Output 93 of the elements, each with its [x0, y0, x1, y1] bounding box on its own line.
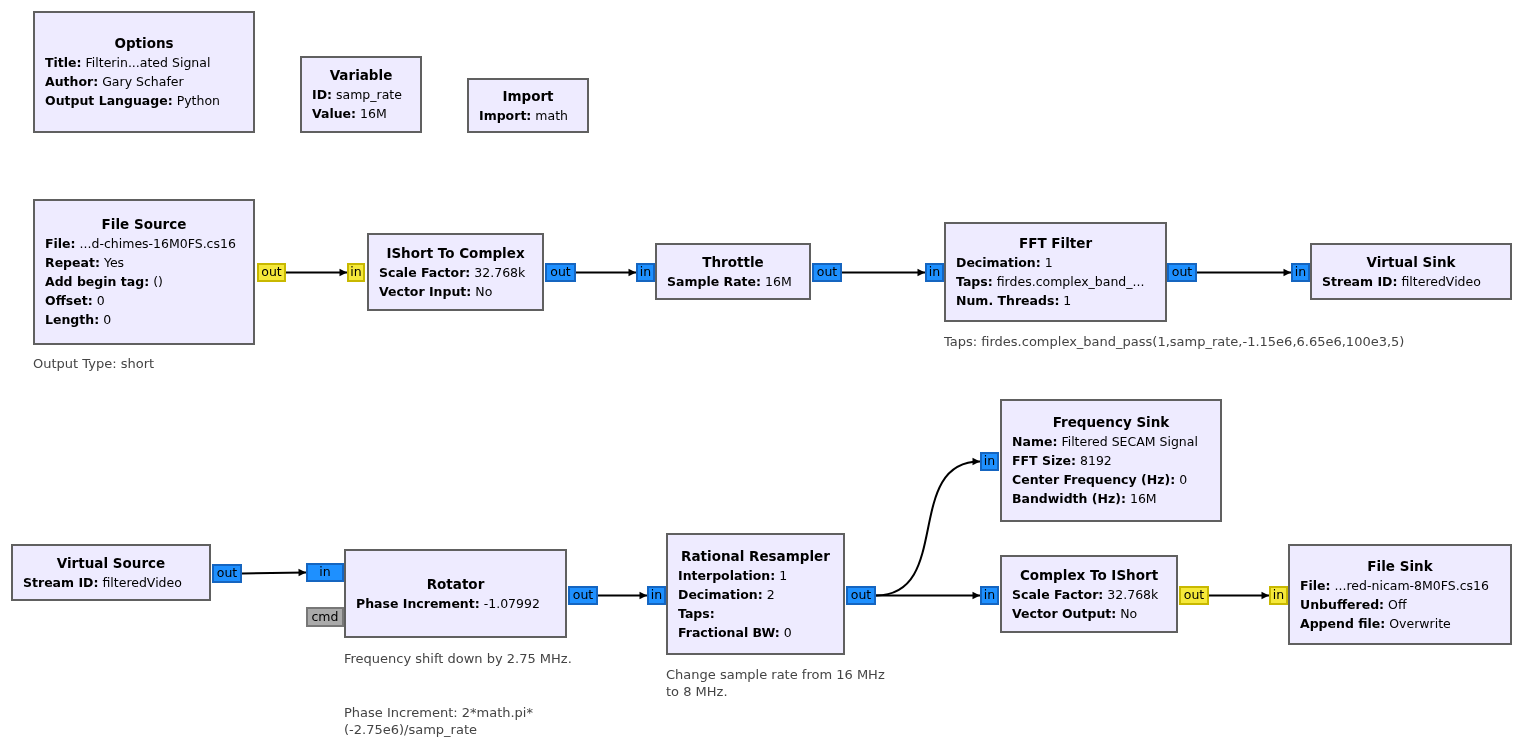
port-tab: out: [257, 263, 286, 282]
parameter-text: Vector Input: No: [379, 282, 494, 301]
parameter-text: Length: 0: [45, 311, 113, 329]
block-box: [1000, 399, 1222, 522]
block-title: Options: [113, 34, 175, 53]
connection-arrow: [875, 591, 981, 600]
block-title: Throttle: [701, 252, 765, 272]
block-box: [367, 233, 544, 311]
parameter-text: ID: samp_rate: [312, 86, 403, 104]
port-tab: out: [212, 564, 242, 583]
connection-arrow: [241, 568, 307, 577]
parameter-text: Title: Filterin...ated Signal: [45, 54, 212, 72]
parameter-text: File: ...d-chimes-16M0FS.cs16: [45, 235, 237, 253]
block-box: [300, 56, 422, 133]
block-box: [1000, 555, 1178, 633]
block-box: [944, 222, 1167, 322]
block-box: [344, 549, 567, 638]
block-title: Import: [501, 86, 555, 106]
port-tab: out: [846, 586, 876, 605]
parameter-text: Scale Factor: 32.768k: [379, 263, 527, 282]
block-box: [1288, 544, 1512, 645]
parameter-text: Add begin tag: (): [45, 273, 164, 291]
block-box: [1310, 243, 1512, 300]
block-box: [11, 544, 211, 601]
parameter-text: Interpolation: 1: [678, 566, 789, 585]
comment-text: Output Type: short: [33, 355, 156, 372]
port-tab: in: [925, 263, 944, 282]
connection-arrow: [575, 268, 637, 277]
parameter-text: Name: Filtered SECAM Signal: [1012, 433, 1199, 451]
block-box: [666, 533, 845, 655]
parameter-text: Taps:: [678, 604, 716, 623]
port-tab: out: [545, 263, 576, 282]
parameter-text: Append file: Overwrite: [1300, 614, 1452, 633]
port-tab: in: [636, 263, 655, 282]
parameter-text: FFT Size: 8192: [1012, 452, 1113, 470]
comment-text: Frequency shift down by 2.75 MHz.: [344, 650, 573, 667]
block-box: [655, 243, 811, 300]
port-tab: in: [306, 563, 344, 582]
connection-arrow: [1208, 591, 1270, 600]
parameter-text: Center Frequency (Hz): 0: [1012, 471, 1189, 489]
parameter-text: Value: 16M: [312, 105, 388, 123]
parameter-text: Output Language: Python: [45, 92, 221, 110]
connection-arrow: [285, 268, 348, 277]
block-box: [467, 78, 589, 133]
parameter-text: Phase Increment: -1.07992: [356, 594, 541, 613]
parameter-text: Stream ID: filteredVideo: [1322, 272, 1482, 291]
connection-arrow: [597, 591, 648, 600]
parameter-text: Bandwidth (Hz): 16M: [1012, 490, 1158, 508]
block-title: Rotator: [425, 574, 486, 594]
port-tab: out: [812, 263, 842, 282]
block-title: File Source: [100, 215, 188, 234]
connection-arrow: [1196, 268, 1292, 277]
block-title: File Sink: [1366, 556, 1434, 576]
comment-text: Taps: firdes.complex_band_pass(1,samp_rate,-1.15e6,6.65e6,100e3,5): [944, 333, 1406, 350]
block-title: FFT Filter: [1017, 234, 1094, 253]
block-title: Frequency Sink: [1051, 413, 1171, 432]
connection-arrow: [841, 268, 926, 277]
block-box: [33, 199, 255, 345]
port-tab: in: [347, 263, 365, 282]
block-title: Virtual Sink: [1365, 252, 1457, 272]
port-tab: out: [568, 586, 598, 605]
block-box: [33, 11, 255, 133]
parameter-text: Repeat: Yes: [45, 254, 126, 272]
block-title: Rational Resampler: [680, 546, 831, 566]
parameter-text: Decimation: 1: [956, 254, 1054, 272]
block-title: Virtual Source: [55, 553, 167, 573]
parameter-text: Vector Output: No: [1012, 604, 1139, 623]
comment-text: Phase Increment: 2*math.pi*(-2.75e6)/samp_rate: [344, 704, 534, 738]
port-tab: in: [980, 452, 999, 471]
parameter-text: Decimation: 2: [678, 585, 776, 604]
parameter-text: Unbuffered: Off: [1300, 595, 1408, 614]
parameter-text: Import: math: [479, 106, 569, 125]
port-tab: in: [647, 586, 666, 605]
port-tab: out: [1167, 263, 1197, 282]
port-tab: out: [1179, 586, 1209, 605]
parameter-text: Sample Rate: 16M: [667, 272, 793, 291]
block-title: Variable: [328, 66, 394, 85]
parameter-text: Offset: 0: [45, 292, 106, 310]
comment-text: Change sample rate from 16 MHz to 8 MHz.: [666, 666, 886, 700]
parameter-text: File: ...red-nicam-8M0FS.cs16: [1300, 576, 1490, 595]
connection-arrow: [875, 458, 981, 597]
block-title: Complex To IShort: [1018, 565, 1160, 585]
parameter-text: Fractional BW: 0: [678, 623, 793, 642]
parameter-text: Scale Factor: 32.768k: [1012, 585, 1160, 604]
parameter-text: Author: Gary Schafer: [45, 73, 185, 91]
port-tab: in: [1291, 263, 1310, 282]
parameter-text: Stream ID: filteredVideo: [23, 573, 183, 592]
parameter-text: Taps: firdes.complex_band_...: [956, 273, 1146, 291]
port-tab: in: [1269, 586, 1288, 605]
port-tab: in: [980, 586, 999, 605]
block-title: IShort To Complex: [385, 243, 526, 263]
parameter-text: Num. Threads: 1: [956, 292, 1073, 310]
port-tab: cmd: [306, 607, 344, 627]
